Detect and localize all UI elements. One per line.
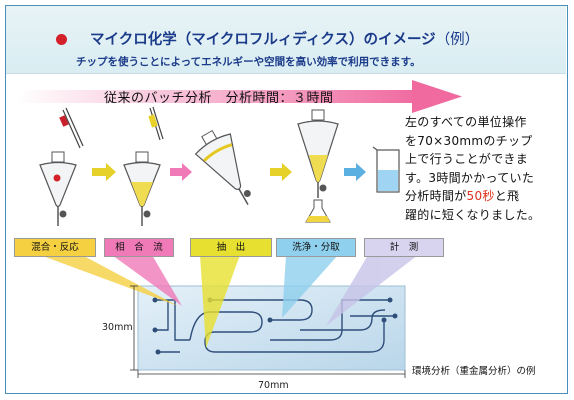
chip-width-label: 70mm [258, 380, 289, 391]
step-arrow-icon-1 [92, 163, 116, 181]
step-arrow-icon-2 [170, 163, 192, 181]
step-arrow-icon-4 [344, 163, 366, 181]
separatory-funnel-icon-3 [194, 129, 251, 206]
step-label-washing: 洗浄・分取 [276, 238, 356, 257]
description-text: 左のすべての単位操作 を70×30mmのチップ 上で行うことができま す。3時間… [405, 113, 565, 224]
microchip-image [137, 285, 406, 371]
bullet-dot-icon [56, 34, 67, 45]
step-label-extraction: 抽 出 [190, 238, 272, 257]
separatory-funnel-icon-4 [297, 109, 339, 223]
separatory-funnel-icon-2 [123, 106, 164, 226]
figure-caption: 環境分析（重金属分析）の例 [412, 366, 536, 377]
batch-arrow-label: 従来のバッチ分析 分析時間：３時間 [104, 91, 334, 106]
description-line: 躍的に短くなりました。 [405, 207, 541, 222]
description-line: 上で行うことができま [405, 152, 529, 166]
batch-arrow-icon [18, 80, 462, 113]
description-line: 分析時間が50秒と飛 [405, 187, 565, 206]
highlight-time: 50秒 [466, 189, 495, 203]
step-label-merging: 相 合 流 [104, 238, 174, 257]
separatory-funnel-icon-1 [39, 107, 84, 226]
step-arrow-icon-3 [270, 163, 292, 181]
description-text-segment: と飛 [494, 189, 520, 203]
description-line: 左のすべての単位操作 [405, 115, 527, 129]
figure-subtitle: チップを使うことによってエネルギーや空間を高い効率で利用できます。 [76, 56, 421, 68]
step-label-mixing: 混合・反応 [14, 238, 96, 257]
description-text-segment: 分析時間が [405, 189, 467, 203]
figure-title: マイクロ化学（マイクロフルィディクス）のイメージ（例） [90, 28, 479, 49]
chip-height-label: 30mm [102, 322, 133, 333]
dimension-lines [130, 285, 406, 378]
beaker-icon [372, 146, 400, 193]
step-pointers [40, 255, 418, 348]
step-label-measurement: 計 測 [364, 238, 444, 257]
description-line: す。3時間かかっていた [405, 170, 535, 185]
title-text: マイクロ化学（マイクロフルィディクス）のイメージ [90, 32, 436, 48]
description-line: を70×30mmのチップ [405, 133, 533, 148]
header-banner: マイクロ化学（マイクロフルィディクス）のイメージ（例） チップを使うことによって… [6, 6, 566, 74]
title-suffix: （例） [435, 32, 480, 48]
